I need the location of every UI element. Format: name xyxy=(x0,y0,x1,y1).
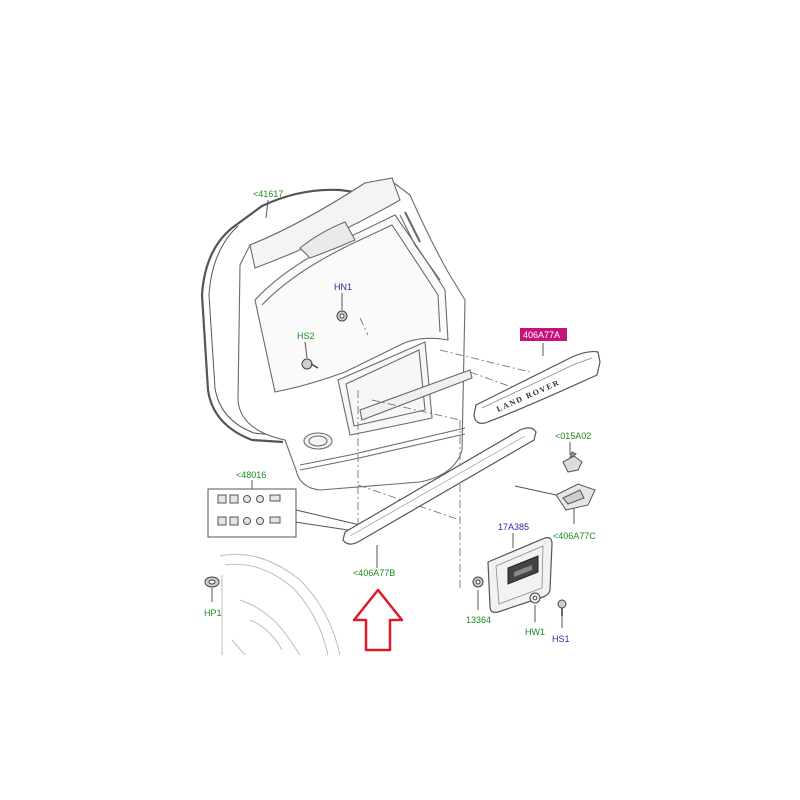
highlight-box xyxy=(520,328,567,341)
callout-hp1[interactable]: HP1 xyxy=(204,608,222,618)
bolt-icon xyxy=(204,310,567,616)
bracket-406a77c xyxy=(555,483,596,511)
callout-406a77c[interactable]: <406A77C xyxy=(553,531,596,541)
callout-13364[interactable]: 13364 xyxy=(466,615,491,625)
leader-lines xyxy=(211,199,575,628)
callout-hs1[interactable]: HS1 xyxy=(552,634,570,644)
up-arrow-outline-icon xyxy=(352,588,404,652)
callout-hw1[interactable]: HW1 xyxy=(525,627,545,637)
licence-plate-bracket xyxy=(487,537,553,613)
callout-48016[interactable]: <48016 xyxy=(236,470,266,480)
fastener-kit-box xyxy=(207,488,297,538)
land-rover-badge-plate: LAND ROVER xyxy=(473,350,601,424)
callout-406a77a[interactable]: 406A77A xyxy=(523,330,560,340)
clip-icon xyxy=(562,451,583,473)
callout-labels: <41617 HN1 HS2 406A77A <015A02 <48016 <4… xyxy=(204,189,596,644)
callout-406a77b[interactable]: <406A77B xyxy=(353,568,395,578)
callout-41617[interactable]: <41617 xyxy=(253,189,283,199)
callout-015a02[interactable]: <015A02 xyxy=(555,431,591,441)
body-fragment xyxy=(219,553,341,656)
lower-finisher-strip xyxy=(342,427,537,545)
tailgate-seal xyxy=(200,188,356,444)
callout-hn1[interactable]: HN1 xyxy=(334,282,352,292)
callout-17a385[interactable]: 17A385 xyxy=(498,522,529,532)
callout-hs2[interactable]: HS2 xyxy=(297,331,315,341)
tailgate-body xyxy=(237,177,473,491)
